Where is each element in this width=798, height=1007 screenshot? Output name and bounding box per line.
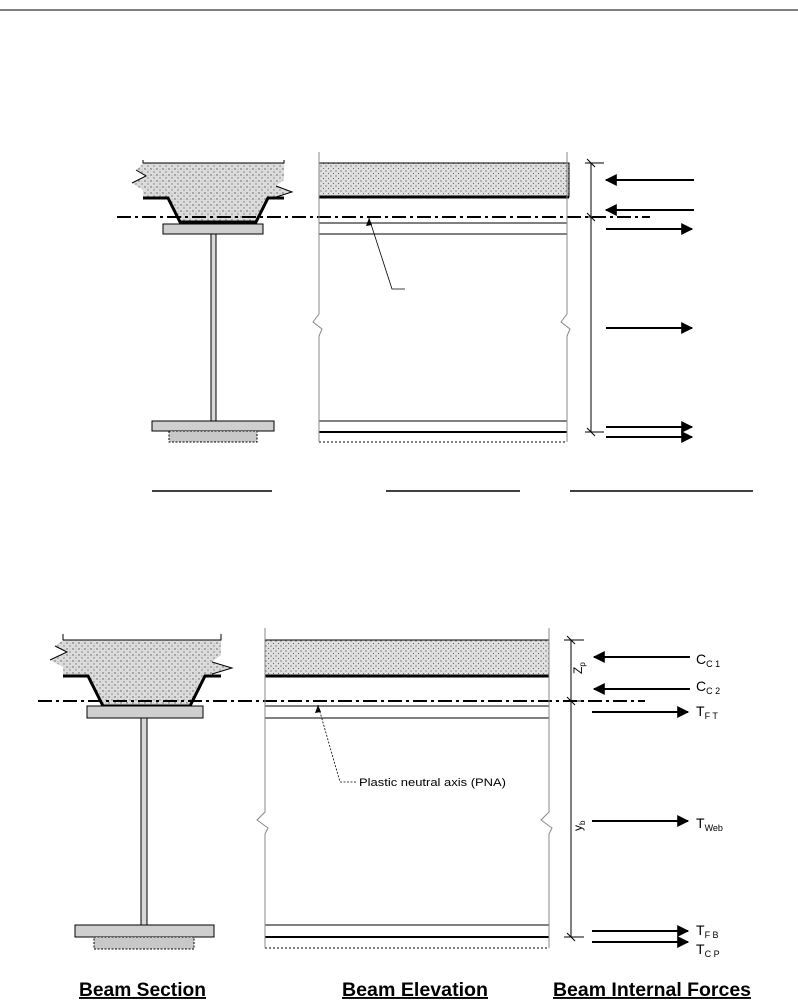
upper-depth-dimension <box>585 158 604 437</box>
force-cc1: CC 1 <box>592 651 720 669</box>
svg-text:TF B: TF B <box>696 922 719 940</box>
lower-force-arrows: CC 1 CC 2 TF T TWeb TF B TC P <box>592 651 723 959</box>
lower-concrete-slab <box>50 640 232 706</box>
lower-beam-section <box>49 634 234 950</box>
lower-web <box>140 717 148 926</box>
svg-text:Zp: Zp <box>571 662 587 674</box>
force-tweb-symbol: T <box>696 815 705 831</box>
svg-text:TF T: TF T <box>696 703 718 721</box>
upper-top-flange <box>162 223 264 235</box>
zp-symbol: Z <box>571 667 585 674</box>
lower-diagram: Plastic neutral axis (PNA) Zp yb <box>38 628 751 1001</box>
force-tcp-symbol: T <box>696 941 705 957</box>
force-tcp: TC P <box>592 936 720 959</box>
yb-label: yb <box>571 820 587 831</box>
upper-web <box>210 233 217 422</box>
force-tweb: TWeb <box>592 815 723 833</box>
force-cc2: CC 2 <box>592 678 720 696</box>
upper-beam-section <box>131 160 294 443</box>
caption-beam-elevation: Beam Elevation <box>342 980 488 1001</box>
svg-text:CC 2: CC 2 <box>696 678 720 696</box>
caption-beam-section: Beam Section <box>79 980 206 1001</box>
svg-text:TC P: TC P <box>696 941 720 959</box>
upper-force-arrows <box>604 174 694 443</box>
force-tfb-subscript: F B <box>705 930 719 940</box>
caption-beam-internal-forces: Beam Internal Forces <box>553 980 751 1001</box>
force-tft-subscript: F T <box>705 711 719 721</box>
upper-beam-elevation <box>312 152 571 443</box>
lower-bottom-flange <box>74 924 215 938</box>
upper-diagram <box>117 152 753 492</box>
lower-depth-dimension: Zp yb <box>564 635 587 942</box>
force-cc2-symbol: C <box>696 678 706 694</box>
zp-label: Zp <box>571 662 587 674</box>
yb-subscript: b <box>578 820 587 825</box>
force-tft: TF T <box>592 703 718 721</box>
lower-beam-elevation: Plastic neutral axis (PNA) <box>256 628 553 949</box>
svg-text:TWeb: TWeb <box>696 815 723 833</box>
force-tcp-subscript: C P <box>705 949 720 959</box>
svg-text:CC 1: CC 1 <box>696 651 720 669</box>
upper-concrete-slab <box>132 163 292 222</box>
force-cc1-subscript: C 1 <box>706 659 720 669</box>
force-tft-symbol: T <box>696 703 705 719</box>
pna-annotation: Plastic neutral axis (PNA) <box>359 777 506 789</box>
zp-subscript: p <box>578 662 587 667</box>
lower-top-flange <box>86 705 204 719</box>
force-tfb: TF B <box>592 922 719 940</box>
lower-cover-plate <box>93 936 195 950</box>
yb-symbol: y <box>571 825 585 831</box>
force-cc1-symbol: C <box>696 651 706 667</box>
force-cc2-subscript: C 2 <box>706 686 720 696</box>
upper-bottom-flange <box>151 420 275 432</box>
svg-text:yb: yb <box>571 820 587 831</box>
upper-cover-plate <box>168 430 258 443</box>
force-tfb-symbol: T <box>696 922 705 938</box>
force-tweb-subscript: Web <box>705 823 723 833</box>
